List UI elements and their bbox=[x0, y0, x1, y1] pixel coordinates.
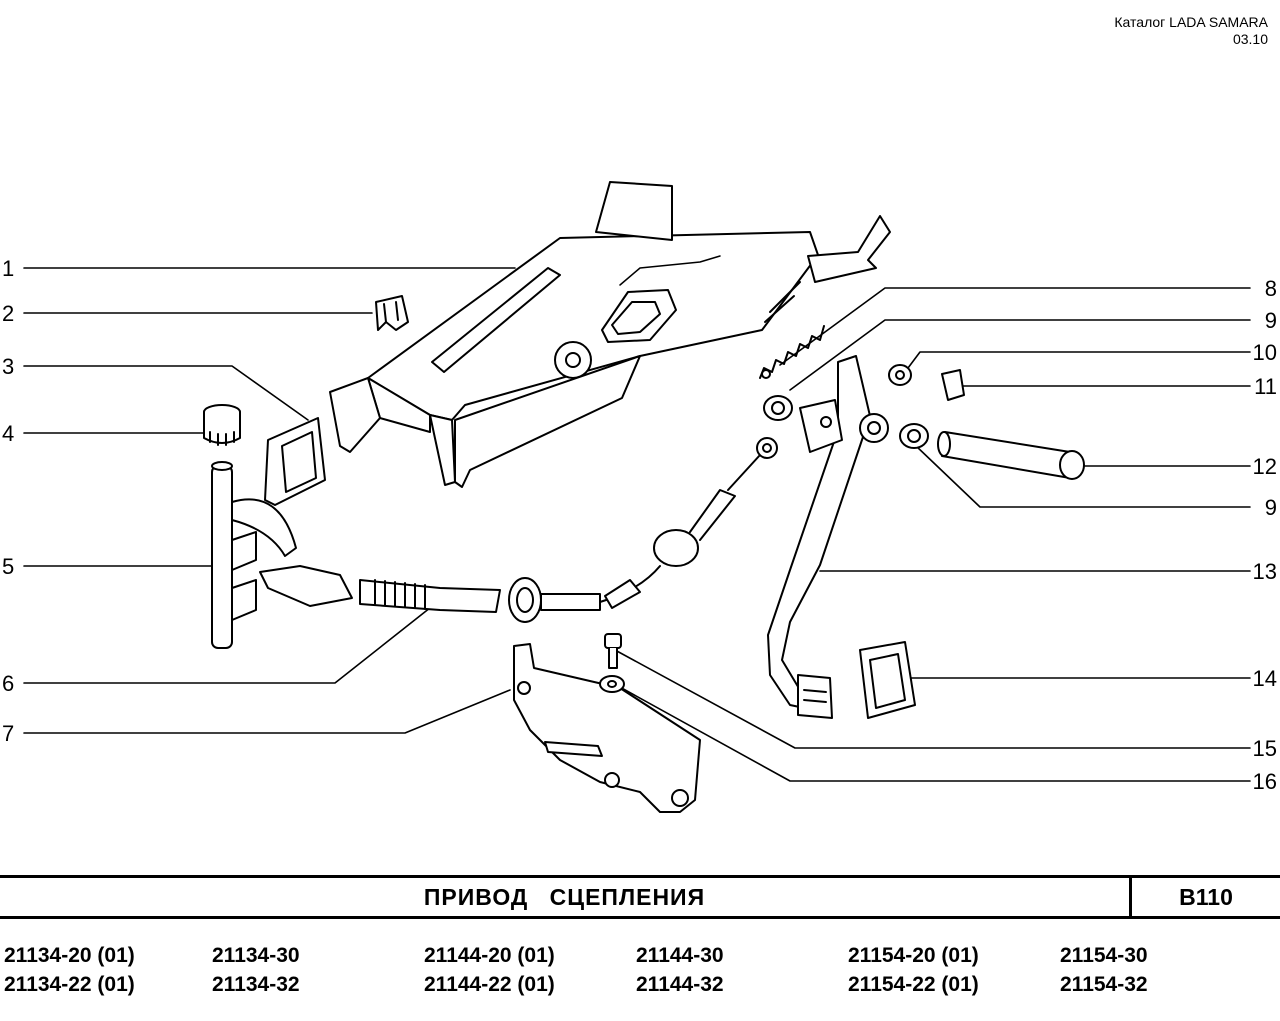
pedal-axle bbox=[937, 431, 1085, 480]
model-code: 21144-22 (01) bbox=[424, 973, 555, 996]
washer bbox=[599, 675, 625, 693]
clutch-pedal bbox=[767, 355, 889, 719]
callout-16: 16 bbox=[1253, 769, 1277, 794]
spring-clip bbox=[941, 369, 965, 401]
callout-8: 8 bbox=[1265, 276, 1277, 301]
title-bar: ПРИВОД СЦЕПЛЕНИЯ B110 bbox=[0, 875, 1280, 919]
cap bbox=[203, 404, 241, 446]
model-code: 21134-30 bbox=[212, 944, 300, 967]
callout-11: 11 bbox=[1254, 374, 1277, 399]
catalog-title: Каталог LADA SAMARA bbox=[1114, 14, 1268, 30]
model-code: 21134-32 bbox=[212, 973, 300, 996]
callout-5: 5 bbox=[2, 554, 14, 579]
model-code: 21144-30 bbox=[636, 944, 724, 967]
mounting-bracket bbox=[513, 643, 701, 813]
catalog-header: Каталог LADA SAMARA 03.10 bbox=[1114, 14, 1268, 48]
nut bbox=[888, 364, 912, 386]
model-code: 21134-20 (01) bbox=[4, 944, 135, 967]
model-code: 21154-22 (01) bbox=[848, 973, 979, 996]
pedal-pad-plate bbox=[264, 417, 326, 506]
callout-12: 12 bbox=[1253, 454, 1277, 479]
callout-7: 7 bbox=[2, 721, 14, 746]
bushing-lower bbox=[899, 423, 929, 449]
model-code: 21144-32 bbox=[636, 973, 724, 996]
catalog-date: 03.10 bbox=[1232, 31, 1268, 47]
model-code: 21154-20 (01) bbox=[848, 944, 979, 967]
model-code: 21154-32 bbox=[1060, 973, 1148, 996]
release-fork bbox=[211, 461, 297, 649]
callout-14: 14 bbox=[1253, 666, 1277, 691]
callout-9: 9 bbox=[1265, 308, 1277, 333]
callout-13: 13 bbox=[1253, 559, 1277, 584]
callout-15: 15 bbox=[1253, 736, 1277, 761]
bushing-upper bbox=[763, 395, 793, 421]
bolt bbox=[604, 633, 622, 669]
callout-10: 10 bbox=[1253, 340, 1277, 365]
callout-9b: 9 bbox=[1265, 495, 1277, 520]
callout-4: 4 bbox=[2, 421, 14, 446]
pedal-pad bbox=[859, 641, 916, 719]
return-spring bbox=[759, 325, 825, 379]
clutch-drive-exploded-diagram: 1 2 3 4 5 6 7 8 9 10 11 12 9 13 14 15 16 bbox=[2, 181, 1277, 813]
callout-1: 1 bbox=[2, 256, 14, 281]
section-code: B110 bbox=[1179, 884, 1233, 910]
callout-numbers-right: 8 9 10 11 12 9 13 14 15 16 bbox=[1253, 276, 1277, 794]
callout-2: 2 bbox=[2, 301, 14, 326]
model-code: 21154-30 bbox=[1060, 944, 1148, 967]
page-title: ПРИВОД СЦЕПЛЕНИЯ bbox=[0, 878, 1132, 916]
callout-3: 3 bbox=[2, 354, 14, 379]
model-code: 21144-20 (01) bbox=[424, 944, 555, 967]
callout-6: 6 bbox=[2, 671, 14, 696]
clip bbox=[375, 295, 409, 331]
leader-lines bbox=[23, 267, 1251, 782]
pedal-bracket bbox=[329, 181, 891, 488]
model-code: 21134-22 (01) bbox=[4, 973, 135, 996]
callout-numbers-left: 1 2 3 4 5 6 7 bbox=[2, 256, 14, 746]
clutch-cable bbox=[259, 437, 778, 623]
